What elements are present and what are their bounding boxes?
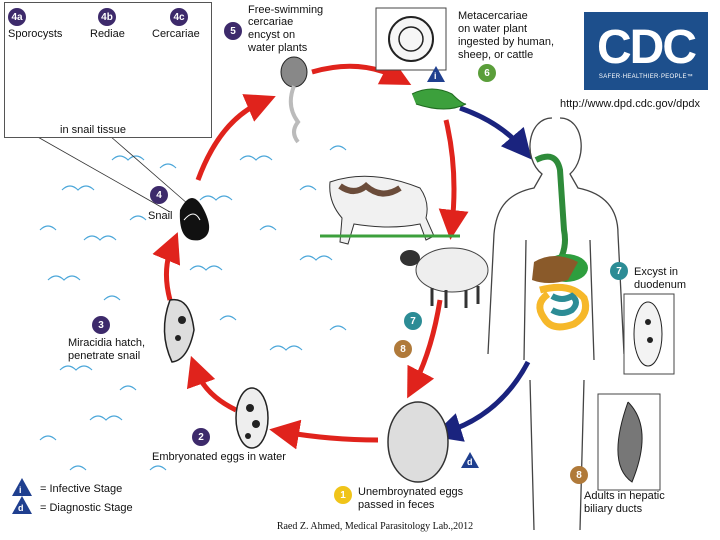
label-rediae: Rediae — [90, 28, 125, 40]
label-excyst-in: Excyst in — [634, 266, 679, 278]
label-adults-hepatic: Adults in hepatic — [584, 490, 665, 502]
label-sheep-cattle: sheep, or cattle — [458, 49, 534, 61]
diagnostic-triangle — [12, 496, 32, 514]
badge-3: 3 — [92, 316, 110, 334]
label-snail: Snail — [148, 210, 173, 222]
diagnostic-marker-egg-letter: d — [467, 457, 473, 467]
arrow-6-to-animals — [438, 119, 469, 240]
liver — [532, 256, 578, 283]
label-water-plants: water plants — [248, 42, 308, 54]
legend-diagnostic-label: = Diagnostic Stage — [40, 502, 133, 514]
badge-1: 1 — [334, 486, 352, 504]
label-sporocysts: Sporocysts — [8, 28, 63, 40]
miracidium-illustration — [163, 298, 195, 363]
legend-infective-label: = Infective Stage — [40, 483, 123, 495]
label-miracidia-hatch: Miracidia hatch, — [68, 337, 146, 349]
infective-triangle — [12, 478, 32, 496]
label-duodenum: duodenum — [634, 279, 686, 291]
badge-4c: 4c — [170, 8, 188, 26]
snail-illustration — [179, 198, 210, 241]
arrow-1-to-2 — [269, 419, 379, 450]
legend-infective-symbol: i — [19, 485, 22, 495]
arrow-4-to-5 — [195, 94, 276, 181]
water-waves — [39, 145, 347, 471]
label-biliary-ducts: biliary ducts — [584, 503, 643, 515]
cattle-illustration — [329, 175, 435, 245]
label-embryonated-eggs: Embryonated eggs in water — [152, 451, 286, 463]
label-cercariae: Cercariae — [152, 28, 200, 40]
badge-8-human: 8 — [570, 466, 588, 484]
callout-line — [109, 135, 189, 205]
credit-line: Raed Z. Ahmed, Medical Parasitology Lab.… — [276, 521, 474, 532]
free-cercaria-illustration — [280, 56, 308, 144]
legend-diagnostic-symbol: d — [18, 503, 24, 513]
label-ingested: ingested by human, — [458, 36, 555, 48]
intestine — [536, 283, 590, 331]
small-intestine — [550, 292, 579, 316]
badge-7-human: 7 — [610, 262, 628, 280]
label-penetrate-snail: penetrate snail — [68, 350, 141, 362]
badge-7-animal: 7 — [404, 312, 422, 330]
label-passed-in-feces: passed in feces — [358, 499, 435, 511]
infective-marker-plant-letter: i — [434, 71, 437, 81]
diagnostic-marker-egg — [461, 452, 479, 468]
sheep-illustration — [400, 247, 489, 308]
arrow-3-to-4 — [152, 232, 181, 301]
infective-marker-plant — [427, 66, 445, 82]
label-metacercariae: Metacercariae — [458, 10, 528, 22]
embryonated-egg-illustration — [235, 387, 269, 449]
arrow-2-to-3 — [186, 355, 238, 413]
unembryonated-egg-illustration — [387, 401, 449, 483]
arrow-animals-to-eggs — [407, 299, 443, 399]
callout-line — [35, 135, 171, 213]
water-plant-leaf — [411, 88, 467, 110]
label-on-water-plant: on water plant — [458, 23, 528, 35]
badge-6: 6 — [478, 64, 496, 82]
human-figure — [487, 117, 625, 531]
badge-4b: 4b — [98, 8, 116, 26]
cdc-logo: CDC SAFER·HEALTHIER·PEOPLE™ — [584, 12, 708, 90]
label-encyst-on: encyst on — [248, 29, 296, 41]
badge-4: 4 — [150, 186, 168, 204]
arrow-human-to-eggs — [431, 360, 531, 442]
arrow-5-to-6 — [311, 57, 412, 85]
badge-5: 5 — [224, 22, 242, 40]
label-cercariae-5: cercariae — [248, 16, 294, 28]
label-free-swimming: Free-swimming — [248, 4, 324, 16]
cdc-url: http://www.dpd.cdc.gov/dpdx — [560, 98, 701, 110]
arrow-plant-to-human — [459, 105, 532, 160]
badge-4a: 4a — [8, 8, 26, 26]
label-in-snail-tissue: in snail tissue — [60, 124, 127, 136]
label-unembroynated-eggs: Unembroynated eggs — [358, 486, 464, 498]
cdc-logo-text: CDC — [597, 21, 697, 74]
cdc-tagline: SAFER·HEALTHIER·PEOPLE™ — [598, 74, 694, 80]
badge-8-animal: 8 — [394, 340, 412, 358]
badge-2: 2 — [192, 428, 210, 446]
